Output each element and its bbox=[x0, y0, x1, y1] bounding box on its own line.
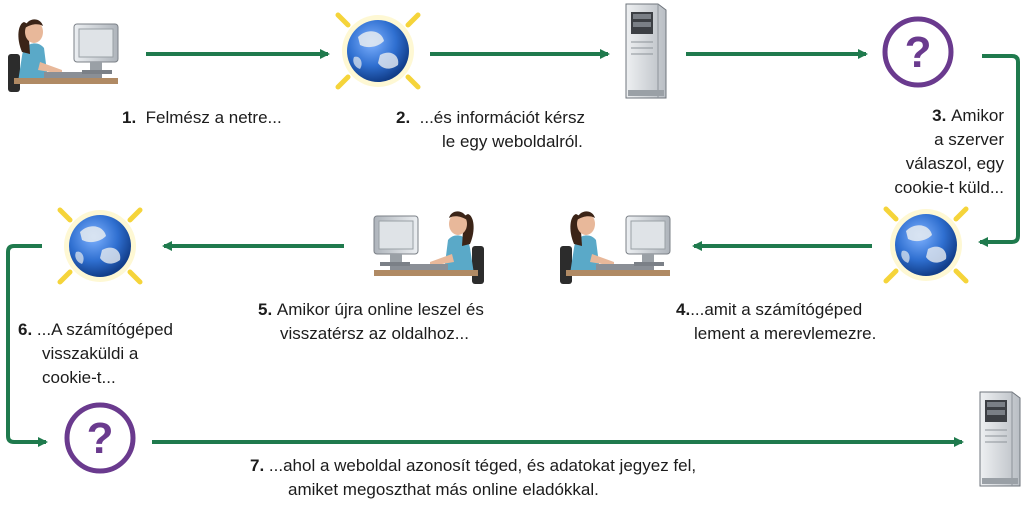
step-6-caption: 6. ...A számítógéped visszaküldi a cooki… bbox=[18, 318, 173, 390]
arrow-3-to-globe bbox=[978, 54, 1020, 247]
internet-globe-icon bbox=[886, 209, 966, 281]
step-number: 3. bbox=[932, 106, 947, 125]
step-text: cookie-t... bbox=[42, 368, 116, 387]
step-text: Felmész a netre... bbox=[145, 108, 282, 127]
step-text: ...és információt kérsz bbox=[419, 108, 585, 127]
web-server-icon bbox=[625, 3, 667, 99]
web-server-icon bbox=[979, 391, 1021, 487]
step-1-caption: 1. Felmész a netre... bbox=[122, 106, 282, 130]
step-text: visszaküldi a bbox=[42, 344, 139, 363]
step-text: válaszol, egy bbox=[905, 154, 1004, 173]
step-7-caption: 7. ...ahol a weboldal azonosít téged, és… bbox=[250, 454, 696, 502]
internet-globe-icon bbox=[338, 15, 418, 87]
step-number: 5. bbox=[258, 300, 273, 319]
user-at-computer-icon bbox=[559, 210, 671, 285]
step-2-caption: 2. ...és információt kérsz le egy webold… bbox=[396, 106, 585, 154]
internet-globe-icon bbox=[60, 210, 140, 282]
step-text: visszatérsz az oldalhoz... bbox=[280, 324, 469, 343]
step-number: 2. bbox=[396, 108, 411, 127]
step-text: amiket megoszthat más online eladókkal. bbox=[288, 480, 599, 499]
step-text: a szerver bbox=[934, 130, 1004, 149]
user-at-computer-icon bbox=[7, 18, 119, 93]
step-text: lement a merevlemezre. bbox=[694, 324, 877, 343]
user-at-computer-icon bbox=[374, 211, 484, 284]
step-4-caption: 4....amit a számítógéped lement a merevl… bbox=[676, 298, 876, 346]
step-text: cookie-t küld... bbox=[894, 178, 1004, 197]
arrow-6-to-question bbox=[6, 244, 48, 447]
step-text: ...ahol a weboldal azonosít téged, és ad… bbox=[268, 456, 697, 475]
step-3-caption: 3. Amikor a szerver válaszol, egy cookie… bbox=[856, 104, 1004, 200]
step-number: 4. bbox=[676, 300, 691, 319]
step-number: 6. bbox=[18, 320, 33, 339]
step-text: le egy weboldalról. bbox=[442, 132, 583, 151]
step-text: Amikor újra online leszel és bbox=[276, 300, 484, 319]
step-text: ...A számítógéped bbox=[36, 320, 174, 339]
step-number: 1. bbox=[122, 108, 137, 127]
question-mark-icon bbox=[67, 405, 133, 471]
step-number: 7. bbox=[250, 456, 265, 475]
step-text: Amikor bbox=[951, 106, 1004, 125]
step-5-caption: 5. Amikor újra online leszel és visszaté… bbox=[258, 298, 484, 346]
step-text: ...amit a számítógéped bbox=[690, 300, 863, 319]
question-mark-icon bbox=[885, 19, 951, 85]
